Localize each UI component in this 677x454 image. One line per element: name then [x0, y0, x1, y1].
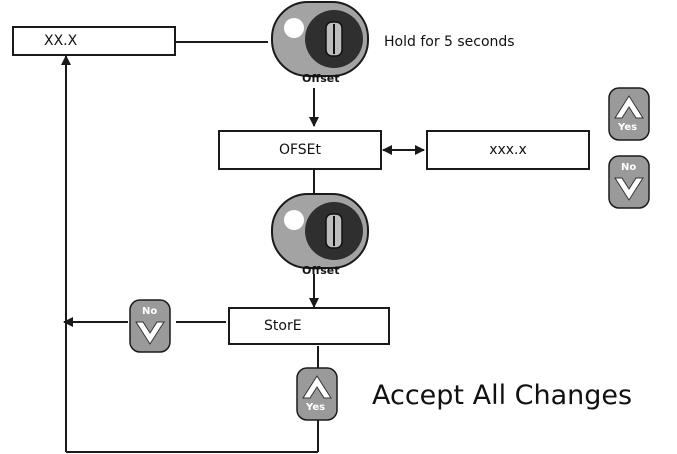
- display-current-value-text: XX.X: [44, 33, 78, 49]
- no-button-icon[interactable]: [129, 299, 171, 353]
- display-offset-value: xxx.x: [426, 130, 590, 170]
- display-store-text: StorE: [264, 318, 302, 334]
- no-button-label: No: [621, 162, 637, 173]
- display-current-value: XX.X: [12, 26, 176, 56]
- no-button-icon[interactable]: [608, 155, 650, 209]
- display-offset-value-text: xxx.x: [489, 142, 527, 158]
- yes-button-icon[interactable]: [296, 367, 338, 421]
- display-offset-mode: OFSEt: [218, 130, 382, 170]
- offset-button-icon[interactable]: [271, 1, 369, 77]
- offset-button-label: Offset: [302, 72, 340, 85]
- hold-note: Hold for 5 seconds: [384, 34, 515, 50]
- display-offset-mode-text: OFSEt: [278, 142, 322, 158]
- display-store: StorE: [228, 307, 390, 345]
- yes-button-label: Yes: [618, 122, 638, 133]
- offset-button-label: Offset: [302, 264, 340, 277]
- offset-button-icon[interactable]: [271, 193, 369, 269]
- yes-button-label: Yes: [306, 402, 326, 413]
- yes-button-icon[interactable]: [608, 87, 650, 141]
- no-button-label: No: [142, 306, 158, 317]
- accept-note: Accept All Changes: [372, 380, 633, 411]
